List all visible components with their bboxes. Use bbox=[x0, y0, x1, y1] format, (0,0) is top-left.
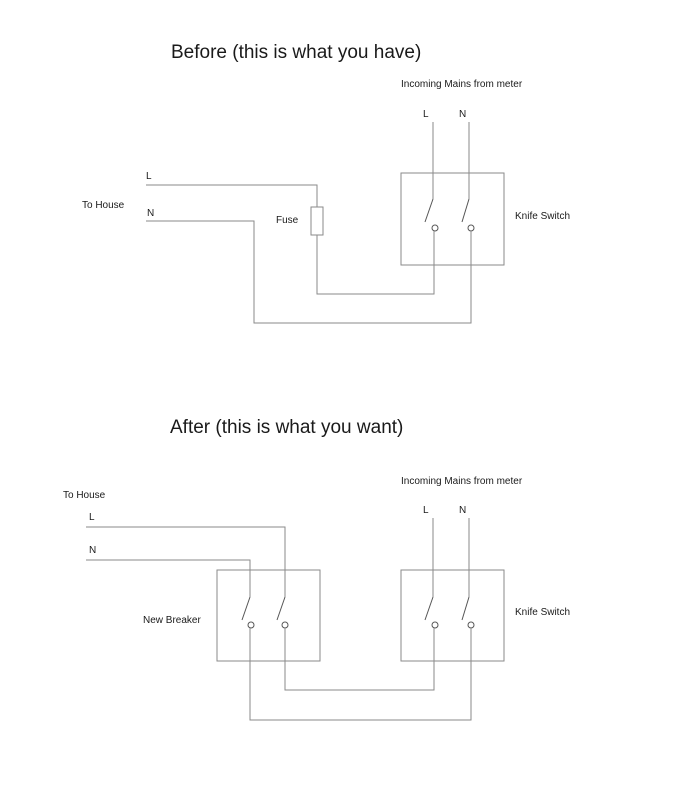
after-knife-switch-label: Knife Switch bbox=[515, 607, 570, 618]
before-knife-switch-label: Knife Switch bbox=[515, 211, 570, 222]
after-house-n-label: N bbox=[89, 545, 96, 556]
before-incoming-n-label: N bbox=[459, 109, 466, 120]
before-fuse bbox=[310, 206, 324, 236]
before-diagram: Before (this is what you have) Incoming … bbox=[82, 42, 570, 324]
before-fuse-label: Fuse bbox=[276, 215, 299, 226]
before-house-n-label: N bbox=[147, 208, 154, 219]
before-house-l-label: L bbox=[146, 171, 152, 182]
after-new-breaker-box bbox=[216, 569, 321, 662]
before-switch-blade-n bbox=[461, 198, 470, 223]
after-incoming-l-label: L bbox=[423, 505, 429, 516]
after-knife-switch-box bbox=[400, 569, 505, 662]
after-switch-terminal-n bbox=[467, 621, 475, 629]
before-incoming-l-label: L bbox=[423, 109, 429, 120]
after-breaker-terminal-n bbox=[247, 621, 255, 629]
after-house-l-label: L bbox=[89, 512, 95, 523]
before-fuse-to-switch-wire bbox=[316, 231, 435, 295]
after-diagram: After (this is what you want) Incoming M… bbox=[63, 417, 570, 721]
before-switch-terminal-l bbox=[431, 224, 439, 232]
after-incoming-n-label: N bbox=[459, 505, 466, 516]
after-breaker-blade-n bbox=[241, 596, 251, 621]
before-knife-switch-box bbox=[400, 172, 505, 266]
after-to-house-label: To House bbox=[63, 490, 106, 501]
after-switch-blade-l bbox=[424, 596, 434, 621]
before-switch-terminal-n bbox=[467, 224, 475, 232]
after-l-interconnect-wire bbox=[284, 628, 435, 691]
before-title: Before (this is what you have) bbox=[171, 42, 421, 63]
after-house-l-wire bbox=[86, 526, 286, 597]
after-switch-terminal-l bbox=[431, 621, 439, 629]
after-n-interconnect-wire bbox=[249, 628, 472, 721]
after-house-n-wire bbox=[86, 559, 251, 597]
before-to-house-label: To House bbox=[82, 200, 125, 211]
after-title: After (this is what you want) bbox=[170, 417, 403, 438]
before-house-n-wire bbox=[146, 220, 472, 324]
after-new-breaker-label: New Breaker bbox=[143, 615, 201, 626]
after-switch-blade-n bbox=[461, 596, 470, 621]
after-breaker-terminal-l bbox=[281, 621, 289, 629]
after-incoming-mains-label: Incoming Mains from meter bbox=[401, 476, 523, 487]
before-house-l-wire bbox=[146, 184, 318, 207]
before-switch-blade-l bbox=[424, 198, 434, 223]
before-incoming-mains-label: Incoming Mains from meter bbox=[401, 79, 523, 90]
after-breaker-blade-l bbox=[276, 596, 286, 621]
